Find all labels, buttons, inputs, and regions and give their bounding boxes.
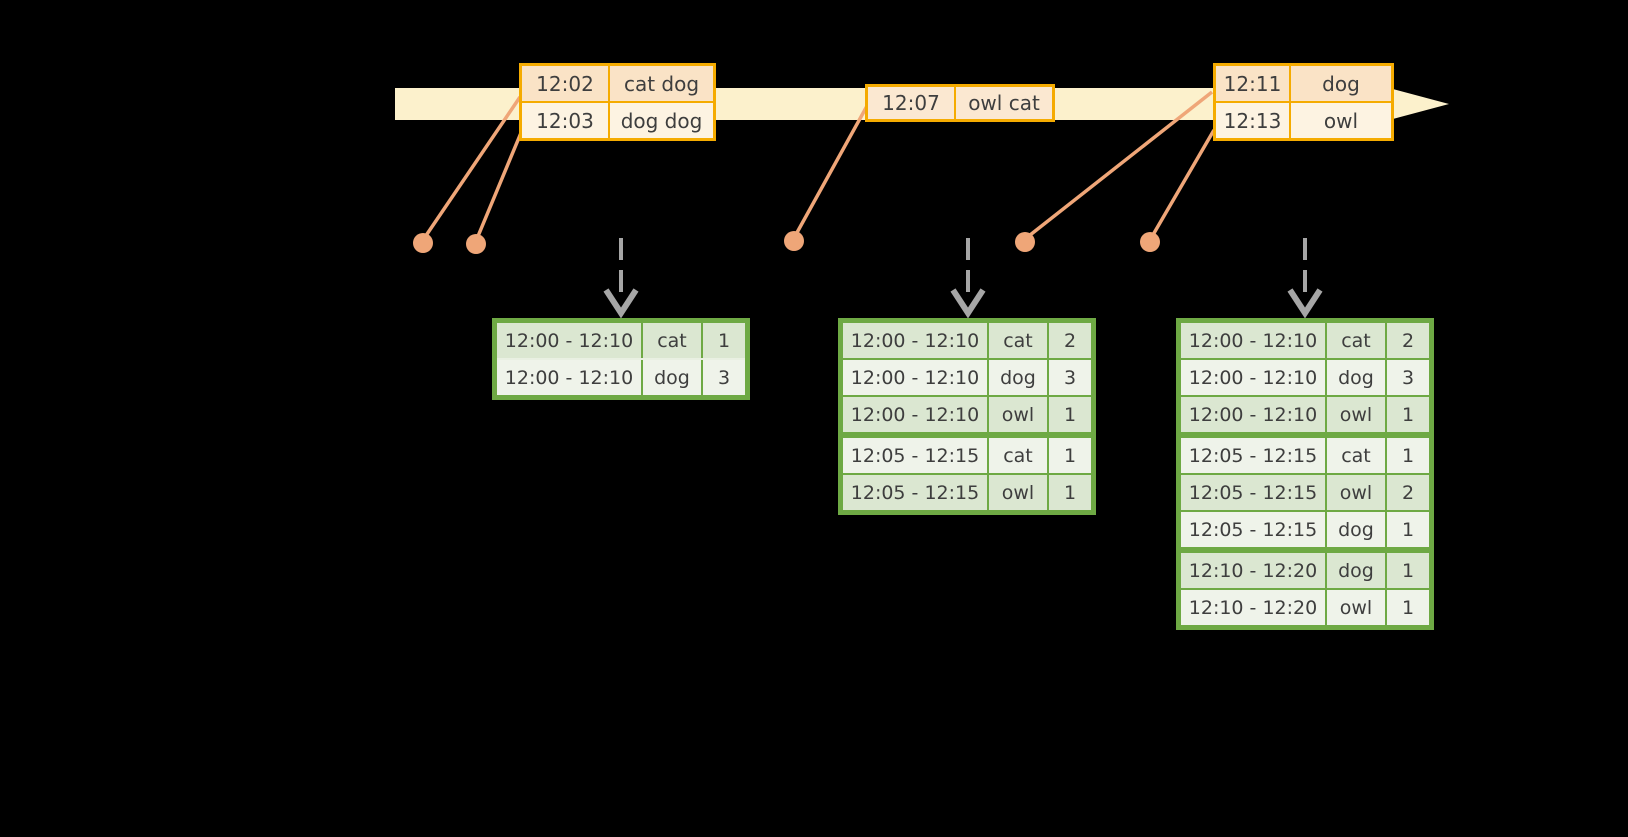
word-cell: cat [987,323,1047,358]
window-cell: 12:05 - 12:15 [843,475,987,510]
word-cell: cat [1325,438,1385,473]
result-row: 12:00 - 12:10 cat 2 [843,323,1091,358]
count-cell: 1 [1047,475,1091,510]
trigger-arrows [603,238,1323,319]
event-marker-line [1148,129,1216,241]
count-cell: 3 [701,360,745,395]
event-marker-line [792,105,869,239]
event-time-cell: 12:13 [1216,103,1289,138]
result-row: 12:10 - 12:20 owl 1 [1181,588,1429,625]
window-cell: 12:10 - 12:20 [1181,590,1325,625]
result-row: 12:00 - 12:10 dog 3 [497,358,745,395]
result-row: 12:00 - 12:10 dog 3 [1181,358,1429,395]
event-row: 12:11 dog [1216,66,1391,101]
event-time-cell: 12:02 [522,66,608,101]
word-cell: cat [1325,323,1385,358]
window-cell: 12:00 - 12:10 [843,323,987,358]
word-cell: owl [1325,475,1385,510]
count-cell: 1 [1385,512,1429,547]
event-words-cell: owl cat [954,87,1052,119]
window-cell: 12:05 - 12:15 [1181,475,1325,510]
event-words-cell: owl [1289,103,1391,138]
event-table-2: 12:07 owl cat [865,84,1055,122]
trigger-arrowhead-icon [1287,288,1323,319]
count-cell: 1 [1385,553,1429,588]
event-marker-line [1023,90,1214,241]
word-cell: owl [1325,590,1385,625]
word-cell: owl [987,475,1047,510]
result-row: 12:05 - 12:15 dog 1 [1181,510,1429,547]
event-marker-dot-icon [784,231,804,251]
event-marker-line [421,96,522,241]
event-row: 12:07 owl cat [868,87,1052,119]
trigger-arrowhead-icon [950,288,986,319]
window-cell: 12:05 - 12:15 [843,438,987,473]
result-row: 12:05 - 12:15 owl 2 [1181,473,1429,510]
word-cell: cat [641,323,701,358]
window-cell: 12:00 - 12:10 [1181,397,1325,432]
count-cell: 1 [1385,438,1429,473]
event-marker-dot-icon [1015,232,1035,252]
result-row: 12:00 - 12:10 dog 3 [843,358,1091,395]
result-table-2: 12:00 - 12:10 cat 2 12:00 - 12:10 dog 3 … [838,318,1096,515]
event-row: 12:13 owl [1216,101,1391,138]
count-cell: 1 [701,323,745,358]
event-marker-dots [413,231,1160,254]
event-table-1: 12:02 cat dog 12:03 dog dog [519,63,716,141]
event-time-cell: 12:03 [522,103,608,138]
event-table-3: 12:11 dog 12:13 owl [1213,63,1394,141]
result-row: 12:05 - 12:15 cat 1 [843,432,1091,473]
event-marker-dot-icon [413,233,433,253]
window-cell: 12:10 - 12:20 [1181,553,1325,588]
word-cell: dog [987,360,1047,395]
window-cell: 12:00 - 12:10 [843,360,987,395]
event-marker-dot-icon [1140,232,1160,252]
result-row: 12:10 - 12:20 dog 1 [1181,547,1429,588]
result-row: 12:00 - 12:10 owl 1 [1181,395,1429,432]
window-cell: 12:05 - 12:15 [1181,512,1325,547]
count-cell: 1 [1385,397,1429,432]
result-row: 12:05 - 12:15 owl 1 [843,473,1091,510]
count-cell: 1 [1385,590,1429,625]
event-row: 12:03 dog dog [522,101,713,138]
count-cell: 2 [1385,323,1429,358]
count-cell: 3 [1047,360,1091,395]
event-marker-dot-icon [466,234,486,254]
event-words-cell: cat dog [608,66,713,101]
count-cell: 2 [1385,475,1429,510]
event-time-cell: 12:07 [868,87,954,119]
result-table-1: 12:00 - 12:10 cat 1 12:00 - 12:10 dog 3 [492,318,750,400]
word-cell: owl [1325,397,1385,432]
window-cell: 12:00 - 12:10 [843,397,987,432]
window-cell: 12:00 - 12:10 [497,323,641,358]
event-words-cell: dog dog [608,103,713,138]
result-row: 12:00 - 12:10 cat 1 [497,323,745,358]
event-words-cell: dog [1289,66,1391,101]
word-cell: cat [987,438,1047,473]
count-cell: 1 [1047,397,1091,432]
result-row: 12:00 - 12:10 owl 1 [843,395,1091,432]
window-cell: 12:00 - 12:10 [497,360,641,395]
window-cell: 12:00 - 12:10 [1181,323,1325,358]
event-marker-line [474,127,525,242]
event-row: 12:02 cat dog [522,66,713,101]
window-cell: 12:05 - 12:15 [1181,438,1325,473]
event-time-cell: 12:11 [1216,66,1289,101]
word-cell: dog [1325,553,1385,588]
result-table-3: 12:00 - 12:10 cat 2 12:00 - 12:10 dog 3 … [1176,318,1434,630]
count-cell: 3 [1385,360,1429,395]
word-cell: dog [1325,512,1385,547]
count-cell: 1 [1047,438,1091,473]
window-cell: 12:00 - 12:10 [1181,360,1325,395]
result-row: 12:05 - 12:15 cat 1 [1181,432,1429,473]
event-marker-lines [421,90,1216,242]
result-row: 12:00 - 12:10 cat 2 [1181,323,1429,358]
trigger-arrowhead-icon [603,288,639,319]
word-cell: dog [641,360,701,395]
word-cell: owl [987,397,1047,432]
word-cell: dog [1325,360,1385,395]
count-cell: 2 [1047,323,1091,358]
